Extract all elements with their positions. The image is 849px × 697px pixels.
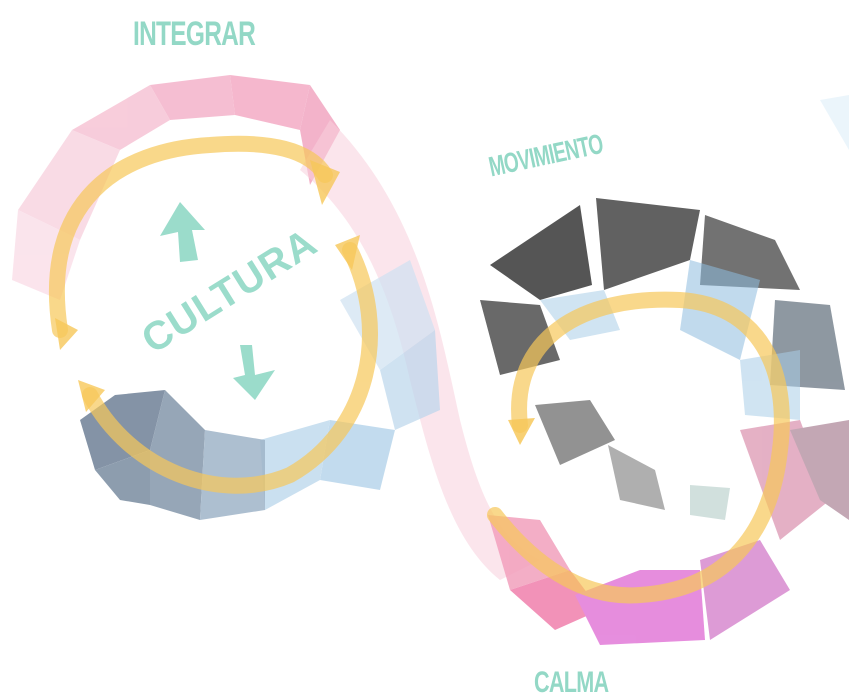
left-loop-flow-arrows <box>48 135 378 494</box>
right-loop-flow-arrows <box>487 291 790 604</box>
right-loop-pink-segments <box>488 420 849 645</box>
left-loop-pink-segments <box>12 75 340 300</box>
up-arrow-icon <box>160 202 205 262</box>
left-loop-arrowheads <box>55 160 360 412</box>
label-integrar: INTEGRAR <box>133 15 256 53</box>
right-loop-arrowheads <box>508 418 535 445</box>
label-calma: CALMA <box>534 666 609 697</box>
down-arrow-icon <box>233 345 275 400</box>
cultura-arrows <box>160 202 275 400</box>
edge-triangle <box>820 95 849 150</box>
right-loop-gray-segments <box>535 400 730 520</box>
